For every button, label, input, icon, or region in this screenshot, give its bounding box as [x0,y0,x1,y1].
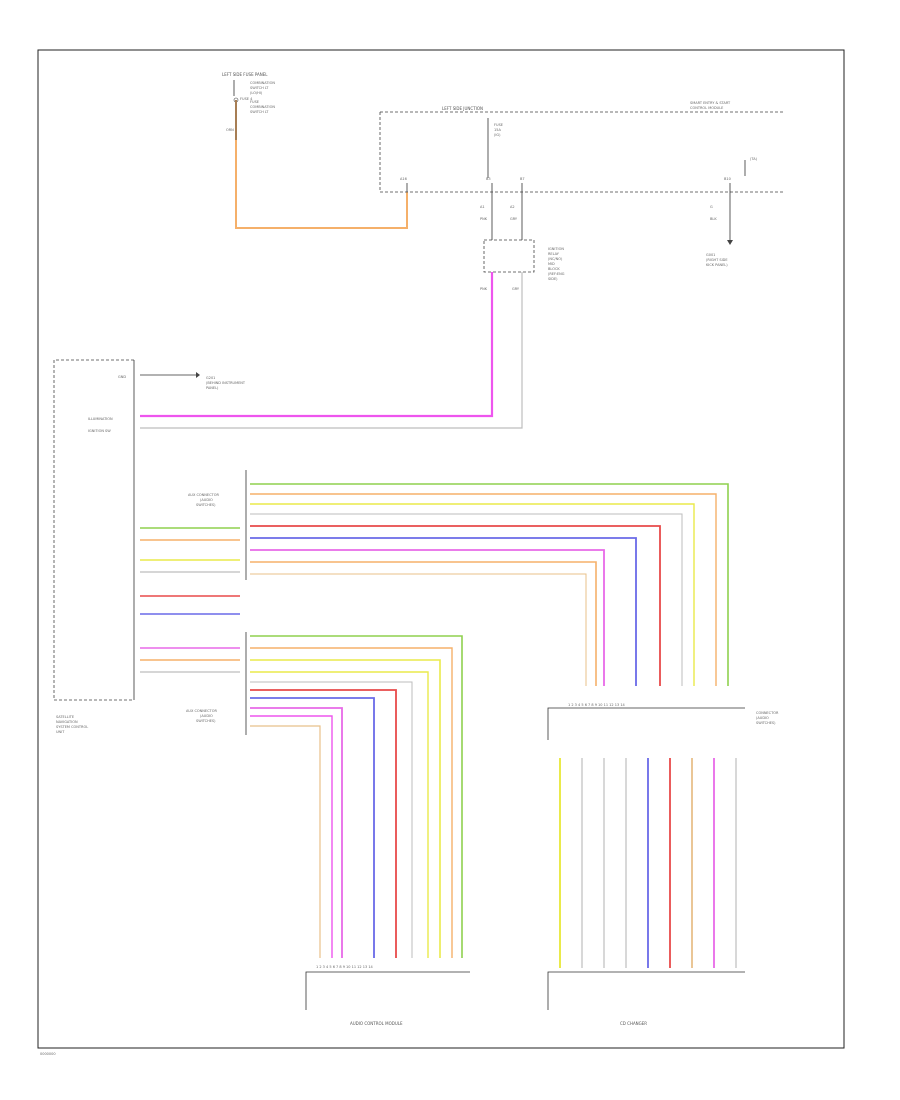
svg-text:LEFT SIDE JUNCTION: LEFT SIDE JUNCTION [442,106,483,111]
svg-text:(IG): (IG) [494,133,501,137]
ground-icon-left [196,372,200,378]
orange-wire-top [235,100,408,229]
svg-text:(NC/NO): (NC/NO) [548,257,563,261]
svg-text:CONNECTOR: CONNECTOR [756,711,779,715]
svg-text:(RIGHT SIDE: (RIGHT SIDE [706,258,728,262]
ground-right: G001 (RIGHT SIDE KICK PANEL) [706,240,733,267]
top-module: LEFT SIDE JUNCTION SMART ENTRY & START C… [379,101,785,240]
svg-text:SYSTEM CONTROL: SYSTEM CONTROL [56,725,88,729]
connector-upper: AUX CONNECTOR (AUDIO SWITCHES) [188,470,247,580]
svg-text:PNK: PNK [480,217,488,221]
svg-text:PANEL): PANEL) [206,386,219,390]
svg-text:1 2 3 4 5 6 7 8 9 10 11 12 13: 1 2 3 4 5 6 7 8 9 10 11 12 13 14 [568,703,626,707]
svg-text:(TA): (TA) [750,157,758,161]
svg-text:SIDE): SIDE) [548,277,558,281]
svg-text:(REF:ENG: (REF:ENG [548,272,565,276]
ignition-relay: IGNITION RELAY (NC/NO) MID BLOCK (REF:EN… [480,239,565,291]
bottom-right-title: CD CHANGER [620,1021,647,1026]
svg-text:SWITCH LT: SWITCH LT [250,86,269,90]
svg-text:SATELLITE: SATELLITE [56,715,74,719]
bottom-left-title: AUDIO CONTROL MODULE [350,1021,403,1026]
svg-text:COMBINATION: COMBINATION [250,81,275,85]
svg-text:G001: G001 [706,253,715,257]
top-fuse-block: LEFT SIDE FUSE PANEL COMBINATION SWITCH … [222,72,275,132]
pink-wire-main [140,272,494,418]
svg-text:ILLUMINATION: ILLUMINATION [88,417,113,421]
svg-text:KICK PANEL): KICK PANEL) [706,263,728,267]
svg-text:SWITCHES): SWITCHES) [196,503,216,507]
svg-text:BLK: BLK [710,217,717,221]
svg-text:15A: 15A [494,128,501,132]
footer-id: 0000000 [40,1052,56,1056]
svg-text:NAVIGATION: NAVIGATION [56,720,78,724]
svg-text:UNIT: UNIT [56,730,65,734]
svg-text:PNK: PNK [480,287,488,291]
diagram-frame [37,49,845,1049]
svg-text:(AUDIO: (AUDIO [200,714,213,718]
svg-text:SMART ENTRY & START: SMART ENTRY & START [690,101,731,105]
svg-text:SWITCHES): SWITCHES) [756,721,776,725]
fuse-label: FUSE 4 [240,97,253,101]
svg-text:(LO/HI): (LO/HI) [250,91,263,95]
svg-text:GND: GND [118,375,126,379]
svg-text:MID: MID [548,262,555,266]
svg-text:IGNITION: IGNITION [548,247,564,251]
audio-control-module: 1 2 3 4 5 6 7 8 9 10 11 12 13 14 AUDIO C… [305,965,470,1026]
svg-text:A2: A2 [510,205,515,209]
connector-lower: AUX CONNECTOR (AUDIO SWITCHES) [186,632,247,735]
svg-text:A16: A16 [400,177,407,181]
fuse-block-title: LEFT SIDE FUSE PANEL [222,72,268,77]
svg-text:COMBINATION: COMBINATION [250,105,275,109]
svg-text:RELAY: RELAY [548,252,560,256]
svg-text:ORN: ORN [226,128,234,132]
right-connector: 1 2 3 4 5 6 7 8 9 10 11 12 13 14 CONNECT… [547,703,779,740]
cd-changer-module: CD CHANGER [547,971,745,1026]
svg-text:(AUDIO: (AUDIO [756,716,769,720]
svg-text:IGNITION SW: IGNITION SW [88,429,111,433]
svg-text:SWITCH LT: SWITCH LT [250,110,269,114]
svg-text:AUX CONNECTOR: AUX CONNECTOR [186,709,217,713]
svg-text:BLOCK: BLOCK [548,267,560,271]
svg-text:FUSE: FUSE [250,100,259,104]
svg-text:SWITCHES): SWITCHES) [196,719,216,723]
svg-text:A1: A1 [480,205,485,209]
svg-text:B3: B3 [486,177,491,181]
svg-text:(BEHIND INSTRUMENT: (BEHIND INSTRUMENT [206,381,246,385]
svg-text:CONTROL MODULE: CONTROL MODULE [690,106,723,110]
svg-text:G: G [710,205,713,209]
svg-text:G201: G201 [206,376,215,380]
svg-text:1 2 3 4 5 6 7 8 9 10 11 12 13: 1 2 3 4 5 6 7 8 9 10 11 12 13 14 [316,965,374,969]
gray-wire-main [140,272,523,429]
svg-text:B7: B7 [520,177,525,181]
ground-icon [727,240,733,245]
svg-text:B10: B10 [724,177,731,181]
svg-text:(AUDIO: (AUDIO [200,498,213,502]
svg-text:AUX CONNECTOR: AUX CONNECTOR [188,493,219,497]
left-control-unit: GND G201 (BEHIND INSTRUMENT PANEL) ILLUM… [53,359,246,734]
svg-text:GRY: GRY [510,217,518,221]
svg-text:FUSE: FUSE [494,123,503,127]
svg-text:GRY: GRY [512,287,520,291]
